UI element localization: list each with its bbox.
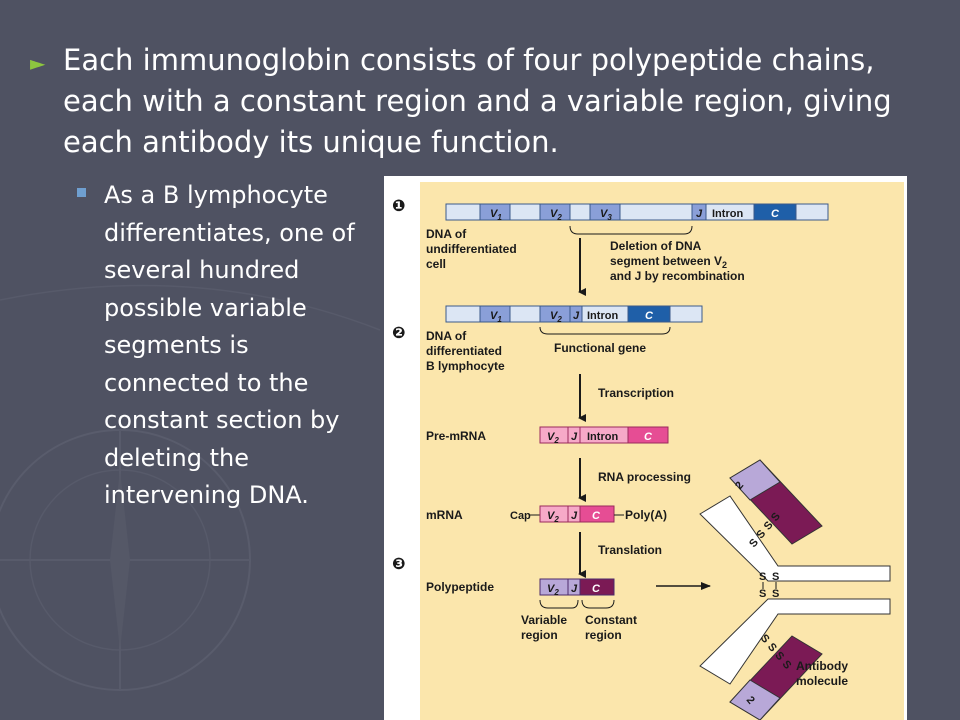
cap-label: Cap xyxy=(510,510,531,522)
dna-undiff-label-2: undifferentiated xyxy=(426,242,517,256)
deletion-bracket xyxy=(569,225,693,235)
svg-text:C: C xyxy=(592,583,601,595)
svg-text:J: J xyxy=(573,310,580,322)
svg-text:V1: V1 xyxy=(490,310,502,324)
svg-text:S: S xyxy=(772,571,779,583)
svg-text:V2: V2 xyxy=(547,431,559,445)
transcription-label: Transcription xyxy=(598,386,674,400)
dna-differentiated-strand: V1 V2 J Intron C xyxy=(445,305,703,324)
constant-region-label-1: Constant xyxy=(585,613,637,627)
svg-text:C: C xyxy=(645,310,654,322)
dna-diff-label-3: B lymphocyte xyxy=(426,359,505,373)
constant-region-label-2: region xyxy=(585,628,622,642)
dna-undiff-label-3: cell xyxy=(426,257,446,271)
dna-undiff-label-1: DNA of xyxy=(426,227,467,241)
svg-text:C: C xyxy=(644,431,653,443)
svg-text:J: J xyxy=(571,431,578,443)
deletion-label-1: Deletion of DNA xyxy=(610,239,702,253)
svg-text:S: S xyxy=(759,571,766,583)
dna-diff-label-1: DNA of xyxy=(426,329,467,343)
deletion-label-3: and J by recombination xyxy=(610,269,745,283)
svg-text:C: C xyxy=(592,510,601,522)
svg-text:Intron: Intron xyxy=(587,310,618,322)
immunoglobulin-figure: ❶ ❷ ❸ V1 V2 V3 J Intron C DNA of undiffe… xyxy=(384,176,907,720)
mrna-strand: V2 J C xyxy=(539,505,615,524)
svg-text:V2: V2 xyxy=(550,310,562,324)
svg-text:V2: V2 xyxy=(547,510,559,524)
svg-text:V2: V2 xyxy=(547,583,559,597)
main-bullet-text: Each immunoglobin consists of four polyp… xyxy=(63,43,892,159)
svg-text:J: J xyxy=(571,510,578,522)
variable-region-label-1: Variable xyxy=(521,613,567,627)
bullet-arrow-icon: ► xyxy=(30,51,46,75)
translation-label: Translation xyxy=(598,543,662,557)
svg-text:J: J xyxy=(696,208,703,220)
sub-bullet-square-icon xyxy=(77,188,86,197)
functional-gene-label: Functional gene xyxy=(554,341,646,355)
svg-text:S: S xyxy=(759,588,766,600)
dna-diff-label-2: differentiated xyxy=(426,344,502,358)
svg-text:V3: V3 xyxy=(600,208,612,222)
figure-background xyxy=(420,182,904,720)
dna-undifferentiated-strand: V1 V2 V3 J Intron C xyxy=(445,203,829,222)
svg-text:Intron: Intron xyxy=(712,208,743,220)
rna-processing-label: RNA processing xyxy=(598,470,691,484)
svg-text:J: J xyxy=(571,583,578,595)
functional-gene-bracket xyxy=(539,326,671,335)
mrna-label: mRNA xyxy=(426,508,463,522)
antibody-label-1: Antibody xyxy=(796,659,848,673)
svg-text:Intron: Intron xyxy=(587,431,618,443)
pre-mrna-label: Pre-mRNA xyxy=(426,429,486,443)
svg-text:C: C xyxy=(771,208,780,220)
poly-a-label: Poly(A) xyxy=(625,508,667,522)
step-1-marker: ❶ xyxy=(392,196,406,215)
sub-bullet: As a B lymphocyte differentiates, one of… xyxy=(75,177,375,515)
polypeptide-chain: V2 J C xyxy=(539,578,615,597)
variable-region-label-2: region xyxy=(521,628,558,642)
svg-text:V1: V1 xyxy=(490,208,502,222)
constant-bracket xyxy=(581,599,615,609)
step-3-marker: ❸ xyxy=(392,554,406,573)
deletion-label-2: segment between V2 xyxy=(610,254,727,270)
polypeptide-label: Polypeptide xyxy=(426,580,494,594)
sub-bullet-text: As a B lymphocyte differentiates, one of… xyxy=(104,181,355,509)
svg-text:S: S xyxy=(772,588,779,600)
step-2-marker: ❷ xyxy=(392,323,406,342)
variable-bracket xyxy=(539,599,579,609)
pre-mrna-strand: V2 J Intron C xyxy=(539,426,669,445)
svg-text:V2: V2 xyxy=(550,208,562,222)
antibody-label-2: molecule xyxy=(796,674,848,688)
main-bullet: ► Each immunoglobin consists of four pol… xyxy=(30,40,900,163)
